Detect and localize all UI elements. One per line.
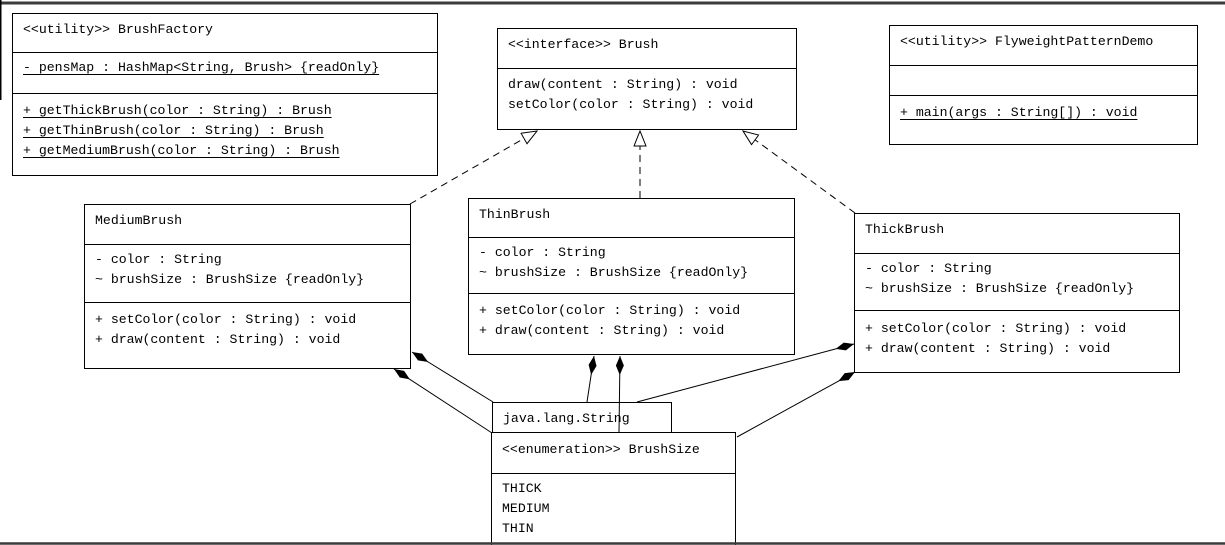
- enum-literal-row: THICK: [502, 481, 542, 496]
- class-thickbrush[interactable]: ThickBrush - color : String ~ brushSize …: [854, 213, 1180, 373]
- composition-thickbrush-brushsize[interactable]: [736, 371, 856, 438]
- attributes-compartment: - color : String ~ brushSize : BrushSize…: [85, 244, 410, 302]
- method-row: + getThickBrush(color : String) : Brush: [23, 103, 332, 118]
- class-flyweightpatterndemo[interactable]: <<utility>> FlyweightPatternDemo + main(…: [889, 25, 1198, 145]
- methods-compartment: + setColor(color : String) : void + draw…: [85, 302, 410, 368]
- attributes-compartment: - color : String ~ brushSize : BrushSize…: [469, 237, 794, 293]
- attribute-row: - color : String: [95, 252, 222, 267]
- class-mediumbrush[interactable]: MediumBrush - color : String ~ brushSize…: [84, 204, 411, 369]
- method-row: + draw(content : String) : void: [865, 341, 1111, 356]
- methods-compartment: + setColor(color : String) : void + draw…: [469, 293, 794, 354]
- method-row: + setColor(color : String) : void: [865, 321, 1127, 336]
- methods-compartment: + setColor(color : String) : void + draw…: [855, 310, 1179, 372]
- methods-compartment: + main(args : String[]) : void: [890, 95, 1197, 144]
- literals-compartment: THICK MEDIUM THIN: [492, 473, 735, 545]
- class-brush-interface[interactable]: <<interface>> Brush draw(content : Strin…: [497, 28, 797, 130]
- composition-thinbrush-brushsize[interactable]: [615, 355, 624, 433]
- class-title: <<utility>> FlyweightPatternDemo: [900, 34, 1154, 49]
- class-title: <<interface>> Brush: [508, 37, 659, 52]
- method-row: + setColor(color : String) : void: [95, 312, 357, 327]
- class-title: ThickBrush: [865, 222, 945, 237]
- class-brushfactory[interactable]: <<utility>> BrushFactory - pensMap : Has…: [12, 13, 438, 176]
- class-title: java.lang.String: [503, 411, 630, 426]
- attributes-compartment: [890, 65, 1197, 95]
- class-title: MediumBrush: [95, 213, 183, 228]
- composition-thickbrush-string[interactable]: [636, 342, 855, 403]
- method-row: + main(args : String[]) : void: [900, 105, 1138, 120]
- enum-literal-row: MEDIUM: [502, 501, 550, 516]
- enum-literal-row: THIN: [502, 521, 534, 536]
- method-row: + getMediumBrush(color : String) : Brush: [23, 143, 340, 158]
- attribute-row: - color : String: [479, 245, 606, 260]
- class-title: <<enumeration>> BrushSize: [502, 442, 700, 457]
- method-row: draw(content : String) : void: [508, 77, 738, 92]
- composition-thinbrush-string[interactable]: [586, 355, 597, 403]
- attribute-row: - color : String: [865, 261, 992, 276]
- attribute-row: - pensMap : HashMap<String, Brush> {read…: [23, 60, 380, 75]
- composition-mediumbrush-string[interactable]: [411, 351, 494, 403]
- attribute-row: ~ brushSize : BrushSize {readOnly}: [865, 281, 1135, 296]
- attributes-compartment: - color : String ~ brushSize : BrushSize…: [855, 253, 1179, 310]
- class-title: ThinBrush: [479, 207, 551, 222]
- class-brushsize-enumeration[interactable]: <<enumeration>> BrushSize THICK MEDIUM T…: [491, 432, 736, 545]
- method-row: + draw(content : String) : void: [479, 323, 725, 338]
- methods-compartment: draw(content : String) : void setColor(c…: [498, 68, 796, 129]
- attributes-compartment: - pensMap : HashMap<String, Brush> {read…: [13, 52, 437, 93]
- methods-compartment: + getThickBrush(color : String) : Brush …: [13, 93, 437, 175]
- method-row: setColor(color : String) : void: [508, 97, 754, 112]
- realization-mediumbrush-brush[interactable]: [409, 131, 537, 205]
- method-row: + setColor(color : String) : void: [479, 303, 741, 318]
- attribute-row: ~ brushSize : BrushSize {readOnly}: [479, 265, 749, 280]
- composition-mediumbrush-brushsize[interactable]: [393, 368, 493, 434]
- method-row: + getThinBrush(color : String) : Brush: [23, 123, 324, 138]
- class-title: <<utility>> BrushFactory: [23, 22, 213, 37]
- attribute-row: ~ brushSize : BrushSize {readOnly}: [95, 272, 365, 287]
- class-thinbrush[interactable]: ThinBrush - color : String ~ brushSize :…: [468, 198, 795, 355]
- method-row: + draw(content : String) : void: [95, 332, 341, 347]
